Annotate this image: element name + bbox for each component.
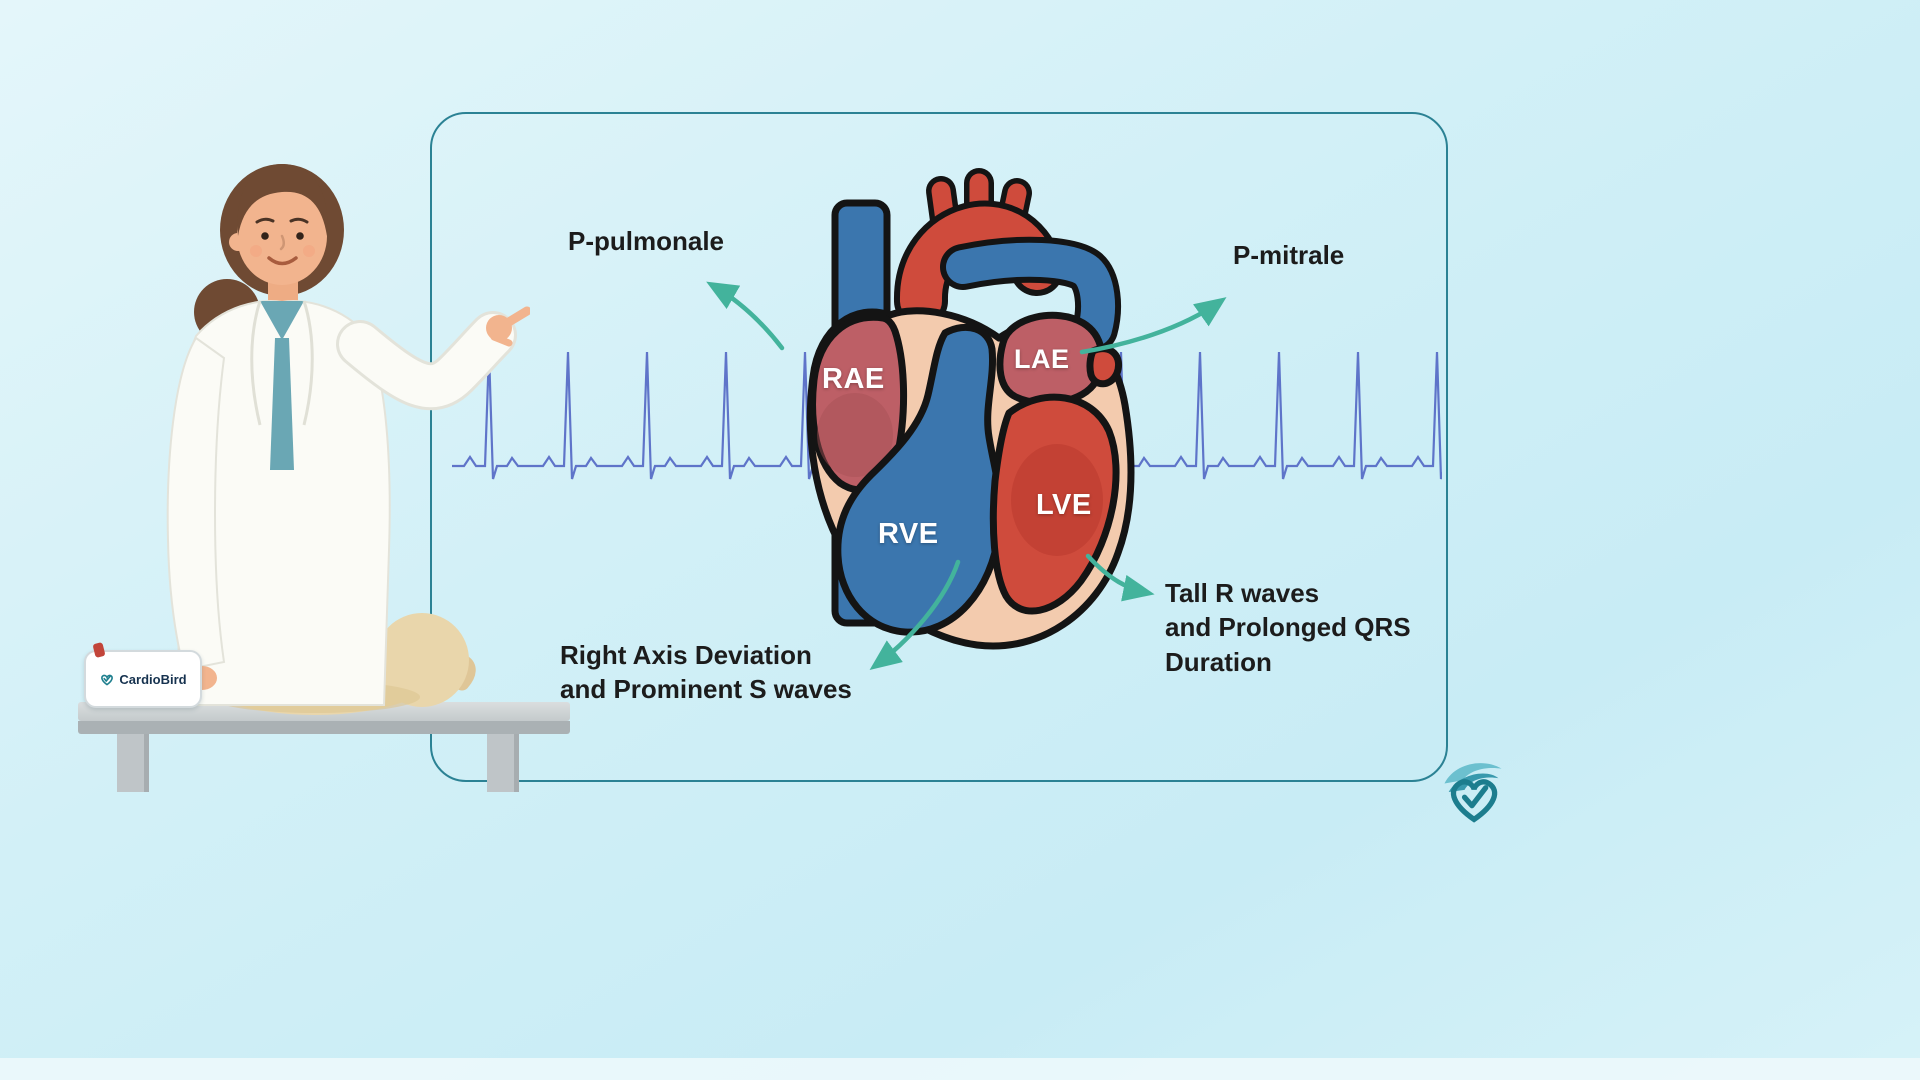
hair-front [237,164,328,236]
scrub-strip [270,338,294,470]
table-leg-right [487,734,519,792]
pointing-finger [494,306,530,333]
eye-right [296,232,304,240]
arm-raised [339,314,514,408]
lapel-left [250,300,262,426]
vet-illustration [166,164,530,706]
thumb [490,333,513,347]
rve-label: RVE [878,518,939,550]
bottom-light-strip [0,1058,1920,1080]
lae-label: LAE [1014,344,1070,374]
arm-down [166,336,226,672]
blush-right [303,245,315,257]
lapel-right [302,300,314,426]
table-leg-left [117,734,149,792]
lve-shading [1011,444,1103,556]
p-pulmonale-label: P-pulmonale [568,226,725,256]
heart-illustration [806,168,1135,650]
rve-finding-label: Right Axis Deviation and Prominent S wav… [560,640,852,705]
cardiobird-device: CardioBird [84,641,202,708]
cardiobird-logo [1444,763,1502,823]
diagram-panel [430,112,1448,782]
eye-left [261,232,269,240]
device-button [92,641,106,659]
logo-check [1461,785,1489,809]
smile [267,256,298,266]
rae-label: RAE [822,363,885,395]
logo-wing-mid [1448,773,1499,792]
device-brand-text: CardioBird [119,671,187,687]
device-logo-icon [101,674,114,686]
lve-label: LVE [1036,489,1092,521]
p-mitrale-label: P-mitrale [1233,240,1345,270]
ear [229,233,247,251]
blush-left [250,245,262,257]
exam-table-edge [78,721,570,734]
nose [279,234,285,251]
left-auricle [1086,345,1122,388]
logo-wing-top [1444,763,1502,784]
brow-left [255,217,275,224]
lve-finding-label: Tall R waves and Prolonged QRS Duration [1165,578,1411,677]
logo-heart [1450,779,1498,823]
brow-right [289,217,309,224]
scrub-vneck [260,301,304,340]
rae-shading [817,393,893,477]
